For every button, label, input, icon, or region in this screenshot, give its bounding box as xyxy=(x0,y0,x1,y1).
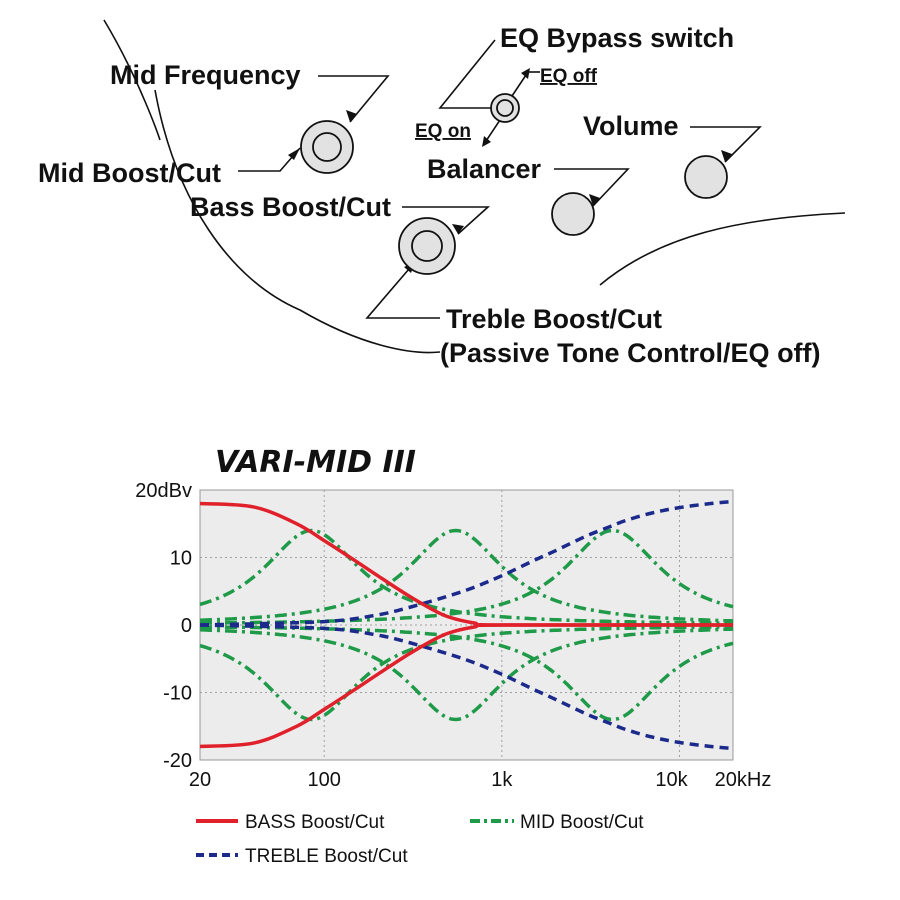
knobs xyxy=(300,93,728,275)
leader-treble-boost-cut xyxy=(365,261,440,319)
arrowhead-eq-off xyxy=(521,68,530,79)
chart-title: VARI-MID III xyxy=(215,445,416,480)
series-line-bass-cut xyxy=(199,623,734,749)
label-mid-frequency: Mid Frequency xyxy=(110,60,301,90)
legend-label-treble: TREBLE Boost/Cut xyxy=(245,846,408,867)
control-diagram xyxy=(103,19,846,354)
label-balancer: Balancer xyxy=(427,154,542,184)
balancer-knob xyxy=(551,192,595,236)
leader-mid-boost-cut xyxy=(238,147,301,172)
series-line-mid-cut xyxy=(200,625,734,722)
legend-label-bass: BASS Boost/Cut xyxy=(245,812,385,833)
curves xyxy=(199,499,734,751)
body-outline-left-lower xyxy=(154,89,441,354)
legend-label-mid: MID Boost/Cut xyxy=(520,812,644,833)
legend-item-mid: MID Boost/Cut xyxy=(470,812,644,833)
legend: BASS Boost/Cut MID Boost/Cut TREBLE Boos… xyxy=(196,812,644,867)
series-line-mid-cut xyxy=(199,625,733,722)
series-line-treble-cut xyxy=(199,623,734,751)
arrowhead-balancer xyxy=(589,194,600,206)
legend-item-bass: BASS Boost/Cut xyxy=(196,812,385,833)
arrowhead-eq-on xyxy=(482,136,491,147)
label-bass-boost-cut: Bass Boost/Cut xyxy=(190,192,391,222)
arrowhead-volume xyxy=(721,150,732,162)
leader-mid-frequency xyxy=(318,75,390,123)
y-tick-label: 0 xyxy=(181,615,192,637)
series-line-treble-boost xyxy=(199,499,734,627)
x-tick-label: 20 xyxy=(189,769,211,791)
legend-item-treble: TREBLE Boost/Cut xyxy=(196,846,408,867)
x-tick-labels: 20 100 1k 10k 20kHz xyxy=(189,769,771,791)
label-eq-off: EQ off xyxy=(540,66,598,87)
arrowhead-bass-boost-cut xyxy=(452,224,464,234)
label-treble-note: (Passive Tone Control/EQ off) xyxy=(440,338,821,368)
series-line-mid-cut xyxy=(199,627,734,722)
x-tick-label: 20kHz xyxy=(715,769,772,791)
volume-knob xyxy=(684,155,728,199)
series-line-mid-boost xyxy=(200,528,734,625)
series-line-mid-boost xyxy=(199,528,733,625)
label-mid-boost-cut: Mid Boost/Cut xyxy=(38,158,221,188)
diagram-labels: EQ Bypass switch EQ off Mid Frequency EQ… xyxy=(38,23,821,368)
label-volume: Volume xyxy=(583,111,679,141)
y-tick-label: -20 xyxy=(163,750,192,772)
label-eq-on: EQ on xyxy=(415,121,471,142)
mid-boost-cut-knob-inner xyxy=(312,132,342,162)
leader-balancer xyxy=(554,168,630,207)
series-line-mid-boost xyxy=(199,528,734,623)
leader-volume xyxy=(690,126,762,163)
body-outline-right xyxy=(599,212,846,286)
treble-boost-cut-knob-inner xyxy=(411,230,443,262)
eq-bypass-switch-inner xyxy=(496,99,514,117)
y-tick-label: 20dBv xyxy=(135,480,192,502)
x-tick-label: 1k xyxy=(491,769,513,791)
x-tick-label: 100 xyxy=(307,769,340,791)
body-outline-left xyxy=(103,19,161,141)
y-tick-label: -10 xyxy=(163,683,192,705)
y-tick-labels: 20dBv 10 0 -10 -20 xyxy=(135,480,192,772)
label-eq-bypass-switch: EQ Bypass switch xyxy=(500,23,734,53)
label-treble-boost-cut: Treble Boost/Cut xyxy=(446,304,662,334)
arrowhead-mid-boost-cut xyxy=(288,148,300,160)
leader-bass-boost-cut xyxy=(402,206,491,235)
leader-eq-bypass xyxy=(438,39,496,109)
arrowhead-mid-frequency xyxy=(346,110,357,122)
x-tick-label: 10k xyxy=(655,769,688,791)
y-tick-label: 10 xyxy=(170,548,192,570)
